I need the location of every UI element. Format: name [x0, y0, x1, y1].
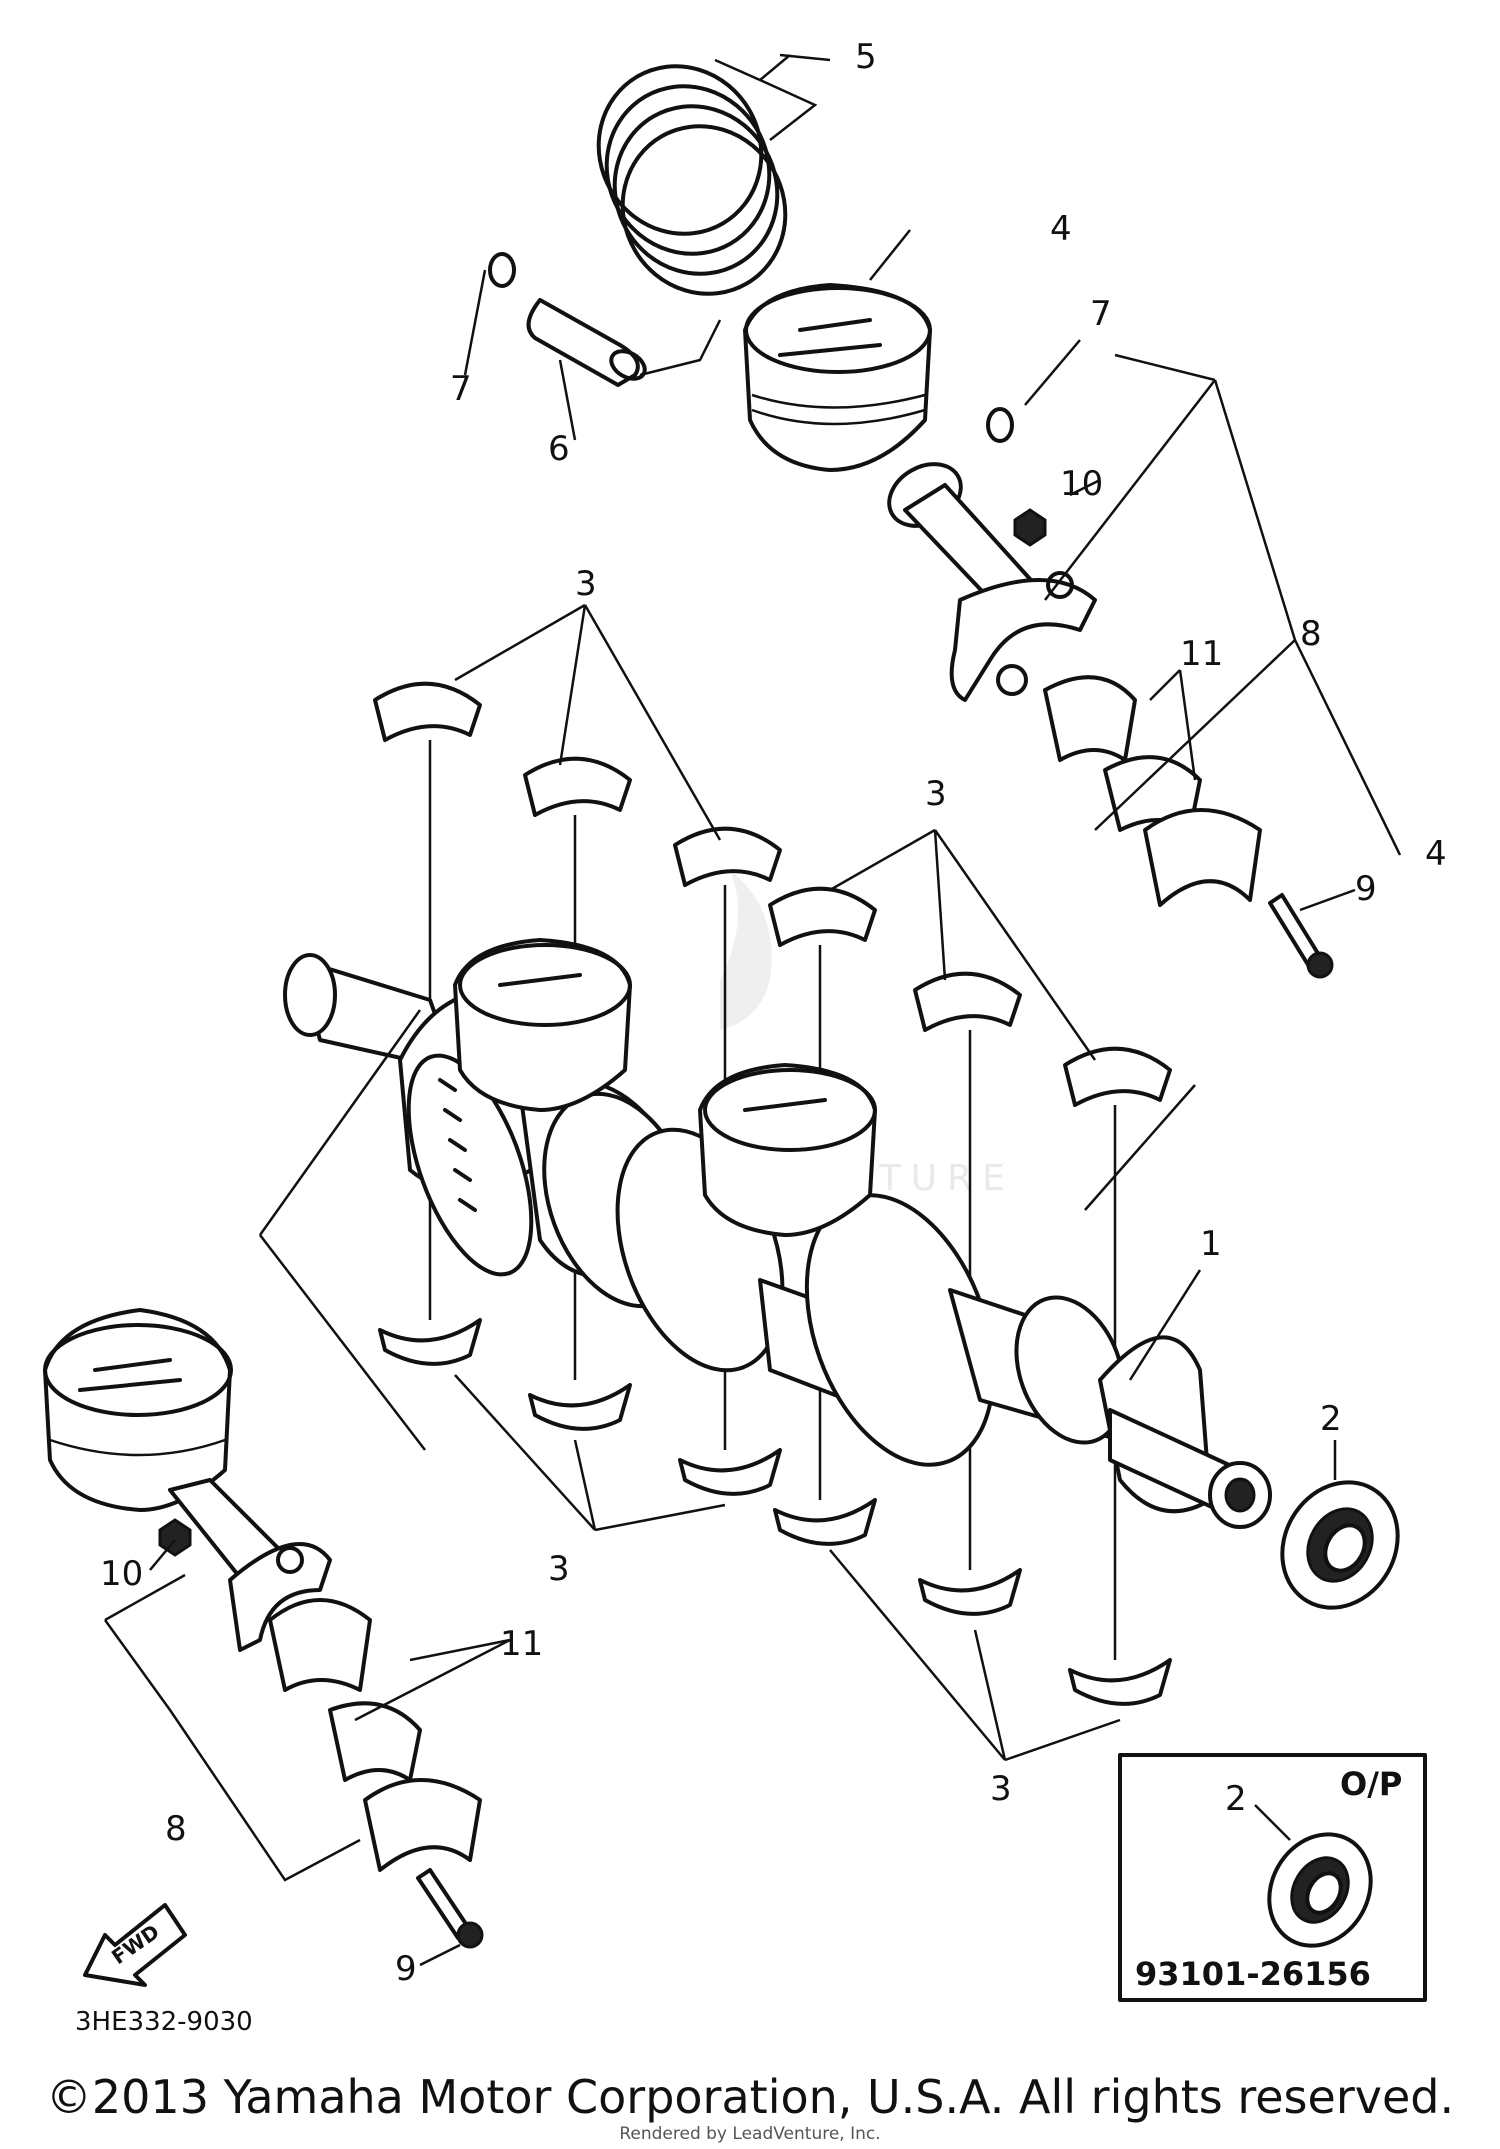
- callout-6: 6: [548, 429, 570, 469]
- callout-8-lower: 8: [165, 1809, 187, 1849]
- connecting-rod-upper[interactable]: [878, 452, 1097, 702]
- nut-lower[interactable]: [158, 1518, 192, 1557]
- oil-seal[interactable]: [1260, 1461, 1420, 1629]
- callout-5: 5: [855, 37, 877, 77]
- callout-3-bottom-right: 3: [990, 1769, 1012, 1809]
- main-bearing-shells-top[interactable]: [373, 681, 1172, 1107]
- connecting-rod-lower[interactable]: [168, 1478, 332, 1652]
- callout-7-right: 7: [1090, 294, 1112, 334]
- op-part-number: 93101-26156: [1135, 1955, 1371, 1993]
- conrod-bearing-lower[interactable]: [268, 1598, 422, 1782]
- callout-11-upper: 11: [1180, 634, 1223, 674]
- diagram-code: 3HE332-9030: [75, 2007, 253, 2037]
- callout-3-top-left: 3: [575, 564, 597, 604]
- callout-10-lower: 10: [100, 1554, 143, 1594]
- callout-1: 1: [1200, 1224, 1222, 1264]
- piston-crank-left: [453, 938, 632, 1112]
- callout-4-assembly: 4: [1425, 834, 1447, 874]
- callout-8-upper: 8: [1300, 614, 1322, 654]
- op-callout-2: 2: [1225, 1779, 1247, 1819]
- copyright-notice: ©2013 Yamaha Motor Corporation, U.S.A. A…: [45, 2070, 1455, 2124]
- rod-cap-lower[interactable]: [363, 1778, 482, 1872]
- callout-3-bottom-left: 3: [548, 1549, 570, 1589]
- op-oil-seal: [1267, 1832, 1373, 1948]
- callout-3-top-right: 3: [925, 774, 947, 814]
- op-box: O/P 2 93101-26156: [1118, 1753, 1427, 2002]
- circlip-right[interactable]: [986, 407, 1014, 443]
- crankshaft[interactable]: [283, 953, 1272, 1529]
- piston-crank-center: [698, 1063, 877, 1237]
- main-bearing-shells-bottom[interactable]: [378, 1318, 1172, 1706]
- circlip-left[interactable]: [488, 252, 516, 288]
- piston-rings[interactable]: [568, 36, 816, 323]
- nut-upper[interactable]: [1013, 508, 1047, 547]
- watermark-credit: Rendered by LeadVenture, Inc.: [619, 2124, 881, 2144]
- callout-10-upper: 10: [1060, 464, 1103, 504]
- piston-lower[interactable]: [43, 1308, 233, 1512]
- piston-pin[interactable]: [526, 298, 650, 387]
- fwd-arrow: FWD: [83, 1903, 187, 1987]
- rod-cap-upper[interactable]: [1143, 808, 1262, 907]
- callout-4-piston: 4: [1050, 209, 1072, 249]
- rod-bolt-lower[interactable]: [416, 1868, 484, 1949]
- op-label: O/P: [1340, 1765, 1402, 1803]
- callout-2-seal: 2: [1320, 1399, 1342, 1439]
- rod-bolt-upper[interactable]: [1268, 893, 1334, 979]
- callout-9-upper: 9: [1355, 869, 1377, 909]
- callout-leaders: [103, 53, 1402, 1967]
- callout-7-left: 7: [450, 369, 472, 409]
- piston-upper[interactable]: [743, 283, 932, 472]
- callout-9-lower: 9: [395, 1949, 417, 1989]
- callout-11-lower: 11: [500, 1624, 543, 1664]
